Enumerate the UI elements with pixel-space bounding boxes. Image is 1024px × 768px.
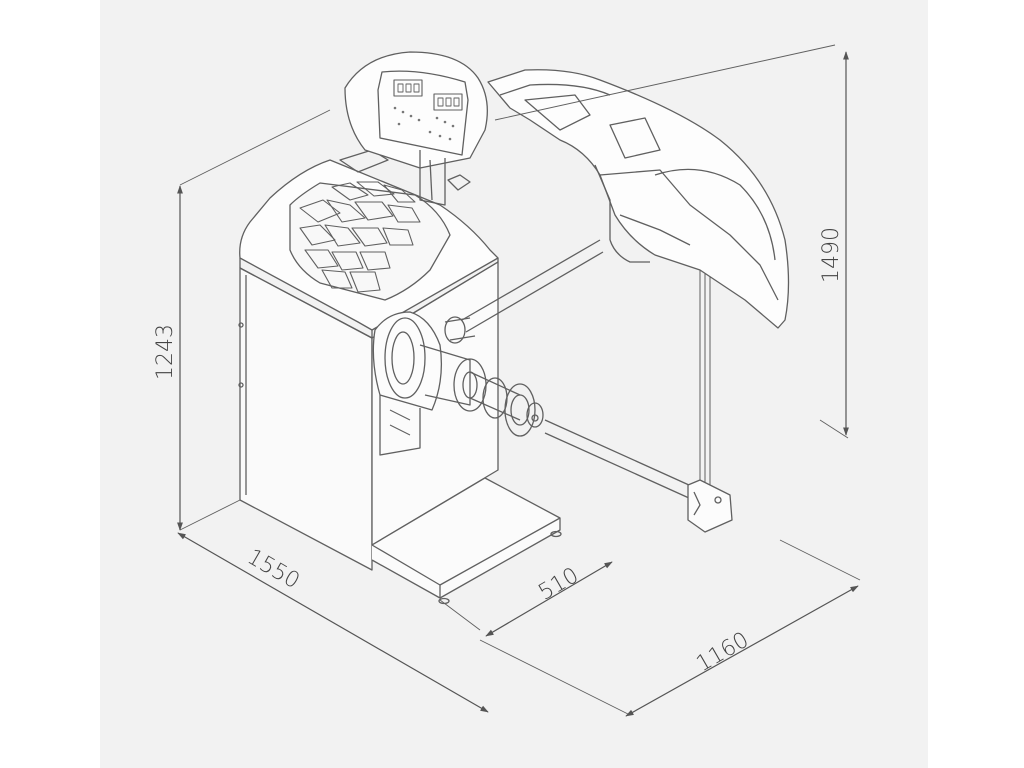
dim-line-510 bbox=[485, 561, 613, 637]
balancing-shaft bbox=[372, 311, 544, 456]
display-digit-window-right bbox=[433, 93, 463, 111]
dim-label-base-width: 510 bbox=[534, 563, 583, 606]
guard-arm bbox=[461, 239, 733, 533]
dim-label-overall-width: 1550 bbox=[243, 545, 304, 595]
machine-line-art bbox=[238, 51, 790, 605]
dimension-lines bbox=[177, 44, 861, 717]
display-digit-window-left bbox=[393, 79, 423, 97]
dim-label-overall-height: 1490 bbox=[819, 227, 844, 283]
wheel-guard-hood bbox=[487, 69, 790, 329]
display-unit bbox=[344, 51, 488, 206]
dim-label-cabinet-height: 1243 bbox=[153, 324, 178, 380]
dim-label-overall-depth: 1160 bbox=[692, 628, 753, 678]
dim-line-1550 bbox=[177, 532, 489, 713]
dim-line-1160 bbox=[625, 585, 859, 717]
